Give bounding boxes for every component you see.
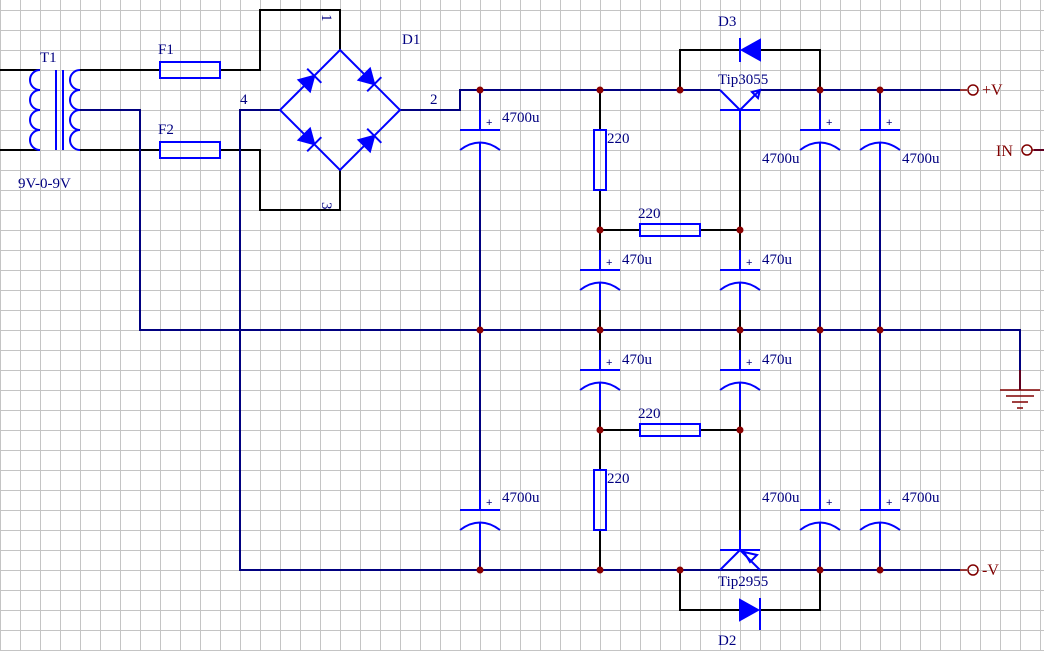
port-positive[interactable]: +V <box>960 82 1003 99</box>
capacitor-470u[interactable] <box>579 349 621 411</box>
bridge-ref: D1 <box>402 32 420 48</box>
capacitor-4700u[interactable] <box>859 109 901 171</box>
diode-d3-label: D3 <box>718 14 736 30</box>
capacitor-4700u[interactable] <box>799 489 841 551</box>
bridge-rectifier-d1[interactable] <box>278 48 402 172</box>
resistor-220[interactable] <box>639 223 701 237</box>
transistor-upper-label: Tip3055 <box>718 72 768 88</box>
cap-label: 4700u <box>902 490 940 506</box>
bridge-diode-icon <box>356 127 383 154</box>
capacitor-470u[interactable] <box>579 249 621 311</box>
fuse-f2-label: F2 <box>158 122 174 138</box>
fuse-f2[interactable] <box>159 141 221 159</box>
cap-label: 470u <box>622 352 653 368</box>
capacitor-470u[interactable] <box>719 249 761 311</box>
transistor-tip3055[interactable] <box>719 88 762 130</box>
cap-label: 4700u <box>502 490 540 506</box>
ground-icon <box>1000 370 1040 409</box>
transformer-t1[interactable] <box>29 69 81 151</box>
cap-label: 4700u <box>502 110 540 126</box>
transistor-lower-label: Tip2955 <box>718 574 768 590</box>
capacitor-4700u[interactable] <box>859 489 901 551</box>
transformer-rating: 9V-0-9V <box>18 176 71 192</box>
bridge-diode-icon <box>296 126 323 153</box>
capacitor-470u[interactable] <box>719 349 761 411</box>
fuse-f1[interactable] <box>159 61 221 79</box>
junction-dots <box>476 86 884 574</box>
port-input[interactable]: IN <box>996 143 1044 160</box>
svg-text:-V: -V <box>982 562 999 579</box>
svg-text:IN: IN <box>996 143 1013 160</box>
transformer-ref: T1 <box>40 50 57 66</box>
bridge-pin-4: 4 <box>240 92 248 108</box>
diode-d2[interactable] <box>739 598 761 630</box>
cap-label: 4700u <box>762 490 800 506</box>
transistor-tip2955[interactable] <box>719 530 761 571</box>
svg-text:+V: +V <box>982 82 1003 99</box>
capacitor-4700u[interactable] <box>459 109 501 171</box>
resistor-label: 220 <box>638 206 661 222</box>
resistor-label: 220 <box>638 406 661 422</box>
capacitor-4700u[interactable] <box>459 489 501 551</box>
bridge-diode-icon <box>296 67 323 94</box>
bridge-pin-3: 3 <box>318 202 334 210</box>
cap-label: 4700u <box>762 151 800 167</box>
resistor-label: 220 <box>607 471 630 487</box>
capacitor-4700u[interactable] <box>799 109 841 171</box>
cap-label: 470u <box>622 252 653 268</box>
resistor-label: 220 <box>607 131 630 147</box>
diode-d2-label: D2 <box>718 633 736 649</box>
cap-label: 4700u <box>902 151 940 167</box>
bridge-diode-icon <box>356 66 383 93</box>
fuse-f1-label: F1 <box>158 42 174 58</box>
resistor-220[interactable] <box>639 423 701 437</box>
cap-label: 470u <box>762 252 793 268</box>
wires <box>0 9 1044 611</box>
bridge-pin-2: 2 <box>430 92 438 108</box>
cap-label: 470u <box>762 352 793 368</box>
port-negative[interactable]: -V <box>960 562 999 579</box>
bridge-pin-1: 1 <box>318 14 334 22</box>
resistor-220[interactable] <box>593 469 607 531</box>
diode-d3[interactable] <box>739 38 761 62</box>
resistor-220[interactable] <box>593 129 607 191</box>
